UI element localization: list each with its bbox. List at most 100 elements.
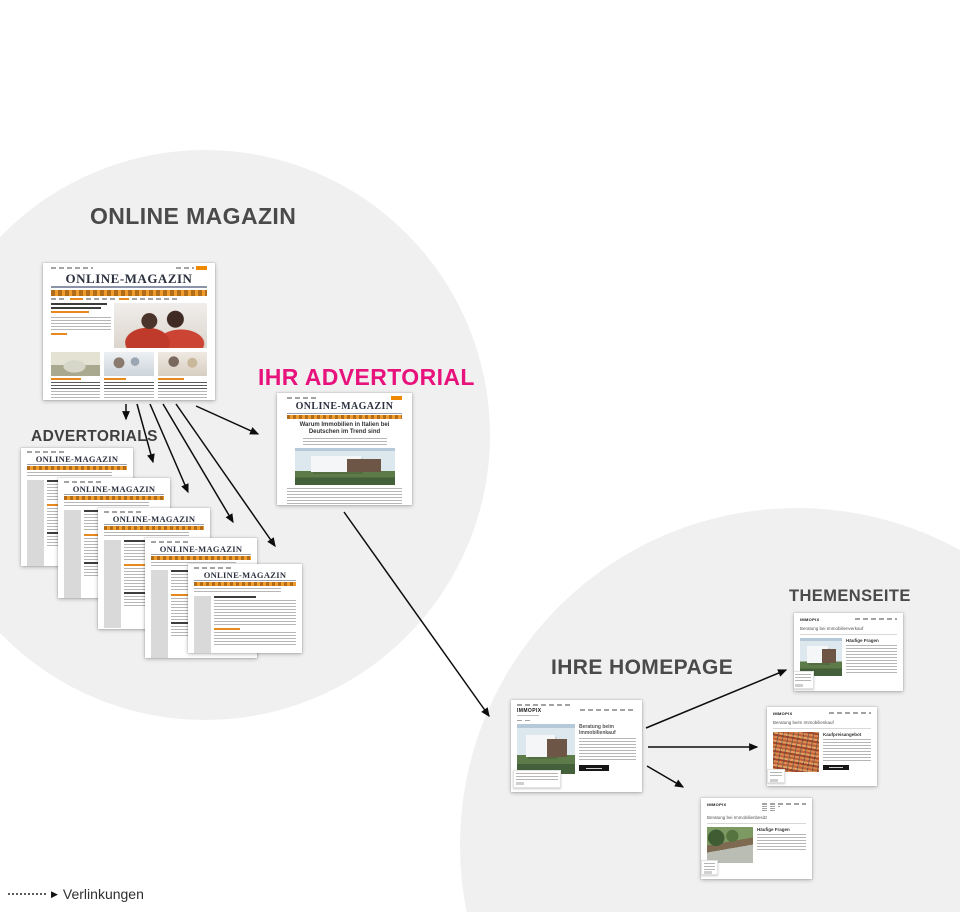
paragraph-placeholder bbox=[51, 391, 101, 400]
breadcrumb-placeholder bbox=[517, 719, 533, 721]
article-photo-car bbox=[51, 352, 101, 376]
page-body: Häufige Fragen bbox=[800, 638, 897, 676]
logo-tagline-placeholder bbox=[517, 714, 539, 716]
browser-bar-placeholder bbox=[517, 704, 572, 706]
paragraph-placeholder bbox=[214, 600, 296, 626]
magazine-masthead: ONLINE-MAGAZIN bbox=[104, 514, 204, 525]
online-magazin-thumbnail: ONLINE-MAGAZIN bbox=[43, 263, 215, 400]
topbar-placeholder bbox=[194, 567, 234, 569]
page-body: Kaufpreisangebot bbox=[773, 732, 871, 772]
label-ihr-advertorial: IHR ADVERTORIAL bbox=[258, 364, 475, 390]
advertorial-thumbnail-5: ONLINE-MAGAZIN bbox=[188, 564, 302, 653]
garden-photo bbox=[707, 826, 753, 863]
card-text-placeholder bbox=[516, 773, 558, 781]
link-placeholder bbox=[124, 564, 150, 566]
overlay-card bbox=[794, 671, 814, 689]
article-text bbox=[214, 596, 296, 653]
subhead-placeholder bbox=[171, 622, 201, 624]
magazine-subnav bbox=[51, 298, 207, 300]
article-teaser bbox=[104, 352, 154, 400]
headline-placeholder bbox=[157, 382, 207, 389]
topbar-placeholder bbox=[104, 511, 144, 513]
intro-placeholder bbox=[64, 502, 149, 508]
subhead-placeholder bbox=[124, 592, 154, 594]
magazine-masthead: ONLINE-MAGAZIN bbox=[27, 454, 127, 465]
arrow-magazine-to-advertorial-5 bbox=[175, 403, 276, 548]
page-text-column: Häufige Fragen bbox=[846, 638, 897, 676]
arrow-magazine-to-advertorial-2 bbox=[136, 403, 155, 464]
arrow-homepage-to-besitz-page bbox=[646, 765, 685, 788]
cta-button-placeholder bbox=[579, 765, 609, 771]
faq-list-placeholder bbox=[846, 645, 897, 673]
link-placeholder bbox=[214, 628, 240, 630]
hero-photo bbox=[114, 303, 207, 348]
legend: ▶ Verlinkungen bbox=[8, 886, 144, 902]
page-text-column: Häufige Fragen bbox=[757, 827, 806, 863]
sidebar-ad-placeholder bbox=[194, 596, 211, 653]
arrow-magazine-to-advertorial-3 bbox=[149, 403, 189, 494]
page-logo: IMMOPIX bbox=[707, 802, 727, 807]
arrow-magazine-to-advertorial-4 bbox=[162, 403, 234, 524]
arrow-magazine-to-ihr-advertorial bbox=[195, 405, 260, 435]
magazine-masthead: ONLINE-MAGAZIN bbox=[287, 401, 402, 414]
category-label-placeholder bbox=[51, 378, 81, 380]
topbar-right bbox=[176, 266, 207, 270]
subnav-item bbox=[51, 298, 67, 300]
section-heading: Häufige Fragen bbox=[846, 638, 879, 643]
nav-menu-with-submenu bbox=[762, 803, 806, 811]
advertorial-intro-placeholder bbox=[302, 438, 387, 446]
subnav-item bbox=[86, 298, 116, 300]
label-ihre-homepage: IHRE HOMEPAGE bbox=[551, 656, 734, 679]
magazine-navbar bbox=[104, 526, 204, 530]
paragraph-placeholder bbox=[51, 317, 111, 331]
article-teaser bbox=[51, 352, 101, 400]
nav-menu-placeholder bbox=[580, 708, 636, 711]
magazine-hero bbox=[51, 303, 207, 348]
article-photo-people bbox=[157, 352, 207, 376]
intro-placeholder bbox=[104, 532, 189, 538]
intro-placeholder bbox=[27, 472, 112, 478]
headline-line-accent bbox=[51, 311, 89, 313]
page-header: IMMOPIX bbox=[773, 712, 871, 716]
magazine-masthead: ONLINE-MAGAZIN bbox=[151, 544, 251, 555]
legend-label: Verlinkungen bbox=[62, 886, 144, 902]
magazine-navbar bbox=[51, 290, 207, 296]
page-header: IMMOPIX bbox=[800, 618, 897, 622]
topbar-text-placeholder bbox=[287, 397, 317, 399]
themenseite-thumbnail: IMMOPIX Beratung bei Immobilienverkauf H… bbox=[794, 613, 903, 691]
headline-line bbox=[51, 307, 101, 309]
homepage-hero-heading: Beratung beim Immobilienkauf bbox=[579, 724, 616, 736]
magazine-navbar bbox=[151, 556, 251, 560]
magazine-masthead: ONLINE-MAGAZIN bbox=[194, 570, 296, 581]
page-heading: Beratung beim Immobilienkauf bbox=[773, 720, 871, 729]
headline-line bbox=[51, 303, 107, 305]
label-advertorials: ADVERTORIALS bbox=[31, 428, 158, 445]
homepage-logo: IMMOPIX bbox=[517, 707, 542, 714]
magazine-topbar bbox=[287, 396, 402, 400]
category-label-placeholder bbox=[104, 378, 127, 380]
card-button-placeholder bbox=[795, 684, 803, 687]
magazine-navbar bbox=[27, 466, 127, 470]
topbar-placeholder bbox=[151, 541, 191, 543]
dotted-line-icon bbox=[8, 893, 46, 895]
arrow-homepage-to-themenseite bbox=[645, 669, 788, 729]
paragraph-placeholder bbox=[104, 391, 154, 400]
magazine-topbar bbox=[51, 266, 207, 270]
card-text-placeholder bbox=[704, 863, 715, 870]
headline-placeholder bbox=[214, 596, 256, 598]
homepage-hero-text: Beratung beim Immobilienkauf bbox=[579, 724, 636, 774]
card-button-placeholder bbox=[516, 782, 524, 785]
magazine-masthead: ONLINE-MAGAZIN bbox=[51, 271, 207, 288]
magazine-navbar bbox=[194, 582, 296, 586]
ihr-advertorial-thumbnail: ONLINE-MAGAZIN Warum Immobilien in Itali… bbox=[277, 393, 412, 505]
search-button-placeholder bbox=[391, 396, 402, 400]
sidebar-ad-placeholder bbox=[27, 480, 44, 566]
advertorial-paragraph-placeholder bbox=[287, 488, 402, 505]
subnav-item bbox=[132, 298, 178, 300]
subnav-item-active bbox=[70, 298, 83, 300]
besitz-thumbnail: IMMOPIX Beratung bei Immobilienbesitz Hä… bbox=[701, 798, 812, 879]
magazine-article-row bbox=[51, 352, 207, 400]
homepage-hero: Beratung beim Immobilienkauf bbox=[517, 724, 636, 774]
